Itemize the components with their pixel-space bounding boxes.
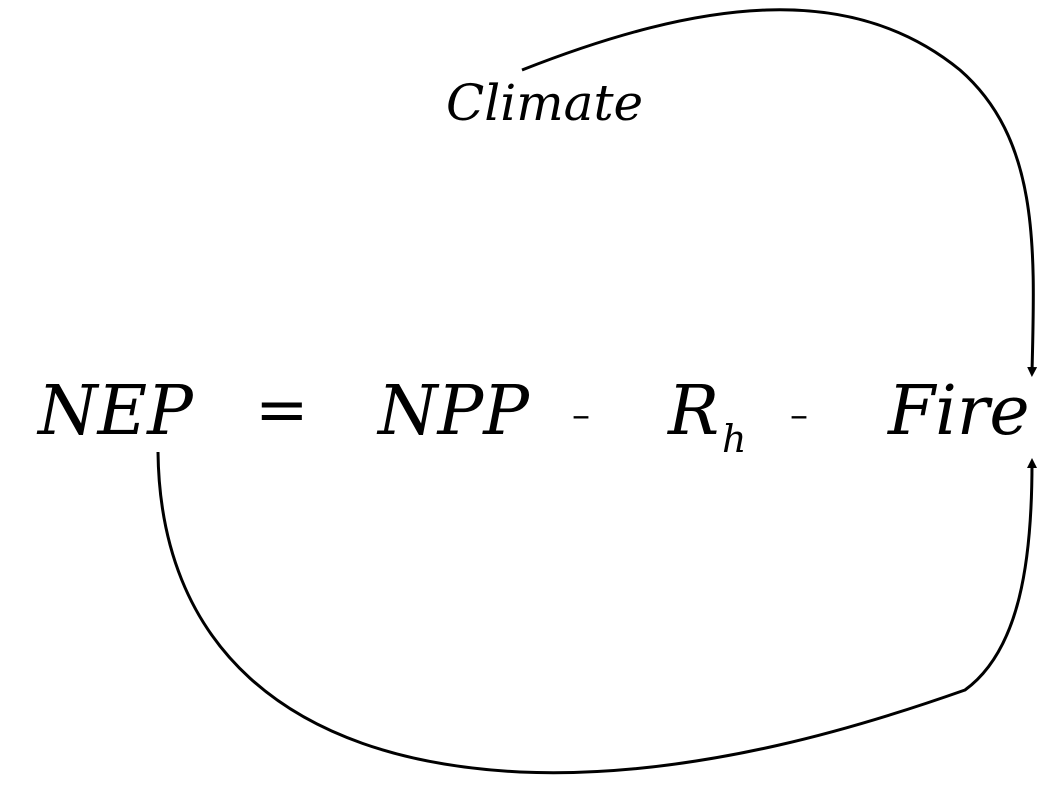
climate-label: Climate [446,74,644,132]
minus-sign-1: – [572,395,590,436]
nep-to-fire-arrow [156,451,1037,775]
equals-sign: = [255,373,309,447]
minus-sign-2: – [790,395,808,436]
rh-term-subscript: h [722,417,747,461]
rh-term-base: R [668,372,720,451]
nep-term: NEP [38,372,193,451]
fire-term: Fire [888,372,1030,451]
climate-to-fire-arrow [521,8,1038,377]
npp-term: NPP [378,372,530,451]
